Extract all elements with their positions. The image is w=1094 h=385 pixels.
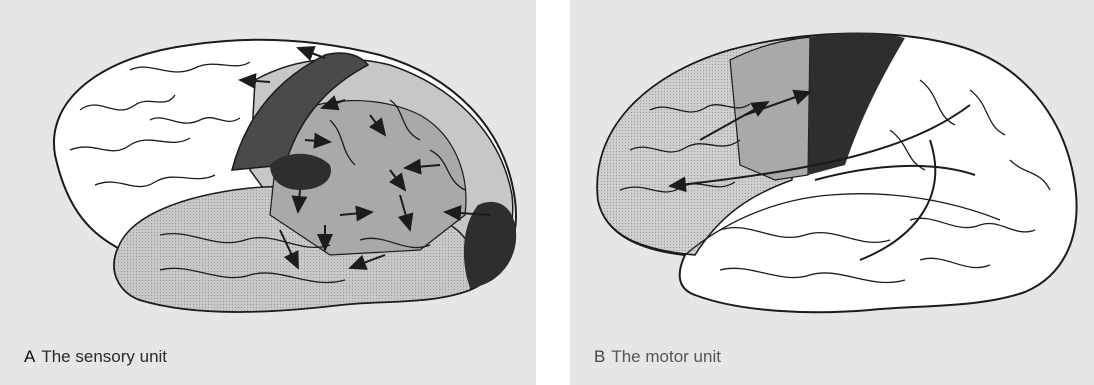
panel-b-motor-unit: B The motor unit (570, 0, 1094, 385)
caption-b: B The motor unit (594, 347, 721, 367)
premotor-region (730, 37, 810, 180)
panel-a-sensory-unit: A The sensory unit (0, 0, 536, 385)
brain-diagram-b (570, 0, 1094, 385)
panel-letter-b: B (594, 347, 605, 366)
caption-a: A The sensory unit (24, 347, 167, 367)
caption-text-a: The sensory unit (41, 347, 167, 366)
panel-letter-a: A (24, 347, 35, 366)
brain-diagram-a (0, 0, 536, 385)
caption-text-b: The motor unit (611, 347, 721, 366)
